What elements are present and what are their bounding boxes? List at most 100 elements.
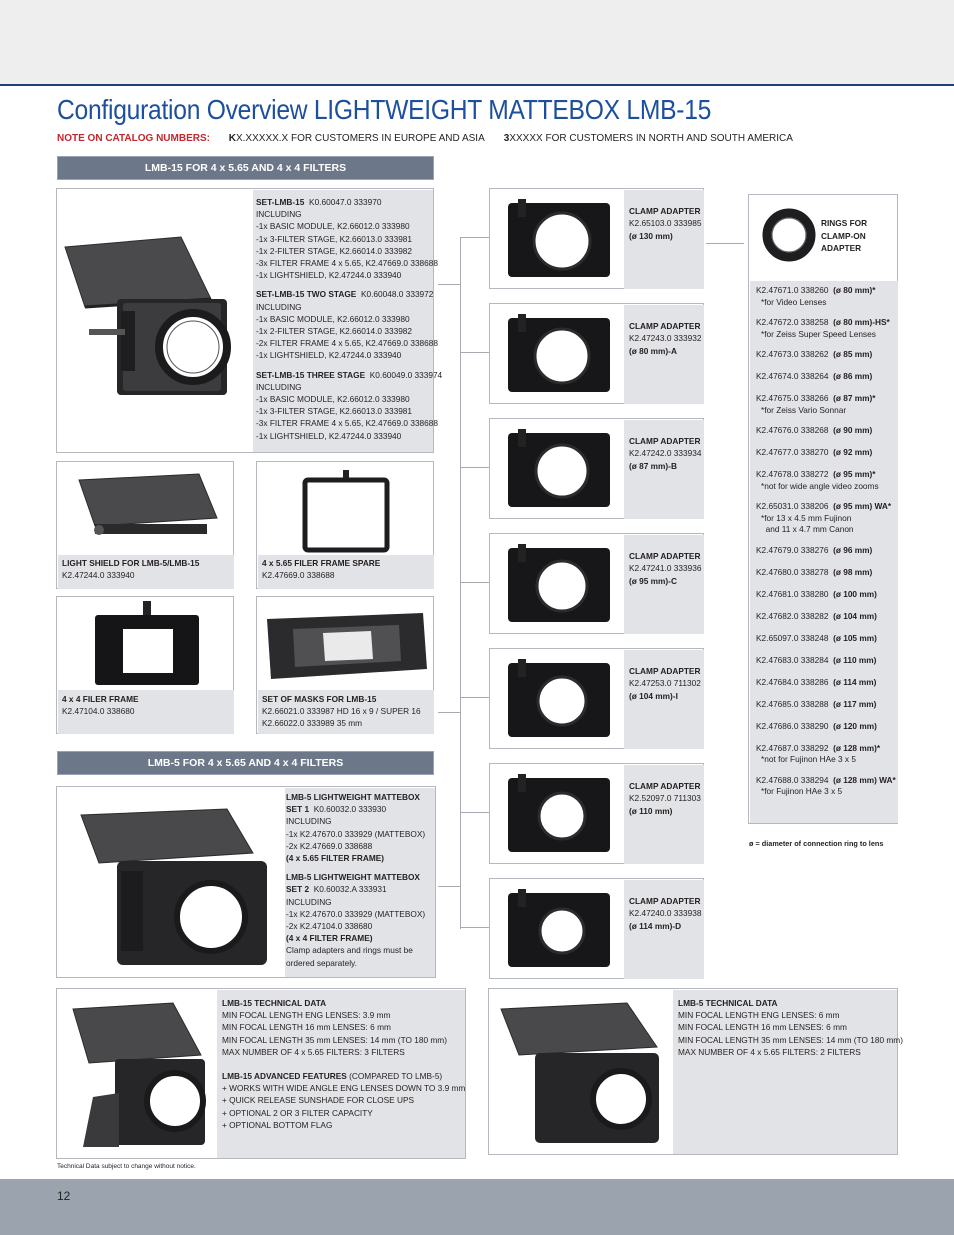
accessory-code: K2.66022.0 333989 35 mm: [262, 718, 363, 728]
rings-footnote: ø = diameter of connection ring to lens: [749, 839, 884, 848]
tech-adv-line: + QUICK RELEASE SUNSHADE FOR CLOSE UPS: [222, 1095, 415, 1106]
ring-size: (ø 114 mm): [833, 676, 877, 687]
tech-adv-line: + OPTIONAL 2 OR 3 FILTER CAPACITY: [222, 1107, 373, 1118]
clamp-adapter-card: [489, 188, 704, 289]
ring-note: *for Video Lenses: [761, 296, 827, 307]
rings-title-line: ADAPTER: [821, 243, 862, 253]
note-label: NOTE ON CATALOG NUMBERS:: [57, 133, 210, 144]
clamp-adapter-title: CLAMP ADAPTER: [629, 551, 701, 561]
set-line: -1x LIGHTSHIELD, K2.47244.0 333940: [256, 430, 402, 441]
ring-code: K2.47679.0 338276: [756, 544, 829, 555]
clamp-adapter-card: [489, 533, 704, 634]
accessory-code: K2.47244.0 333940: [62, 570, 135, 580]
clamp-adapter-code: K2.47240.0 333938: [629, 908, 702, 919]
tech-adv-line: + WORKS WITH WIDE ANGLE ENG LENSES DOWN …: [222, 1083, 466, 1094]
accessory-title: SET OF MASKS FOR LMB-15: [262, 694, 377, 704]
note-k-bold: K: [228, 133, 236, 144]
set-line: -1x K2.47670.0 333929 (MATTEBOX): [286, 828, 426, 839]
ring-item: K2.65031.0 338206 (ø 95 mm) WA**for 13 x…: [756, 501, 896, 536]
clamp-adapter-code: K2.47242.0 333934: [629, 448, 702, 459]
note-3-bold: 3: [503, 133, 510, 144]
clamp-adapter-size: (ø 130 mm): [629, 230, 673, 241]
ring-size: (ø 105 mm): [833, 632, 877, 643]
ring-code: K2.47675.0 338266: [756, 393, 829, 403]
clamp-adapter-size: (ø 95 mm)-C: [629, 575, 677, 586]
clamp-adapter-card: [489, 763, 704, 864]
clamp-adapter-title: CLAMP ADAPTER: [629, 321, 701, 331]
lmb5-mattebox-image: [80, 808, 267, 965]
note-k-text: X.XXXXX.X FOR CUSTOMERS IN EUROPE AND AS…: [235, 133, 485, 144]
ring-code: K2.47681.0 338280: [756, 588, 829, 599]
clamp-adapter-card: [489, 878, 704, 979]
ring-size: (ø 110 mm): [833, 654, 877, 665]
accessory-caption: LIGHT SHIELD FOR LMB-5/LMB-15 K2.47244.0…: [62, 557, 199, 581]
set-name: SET 1: [286, 804, 310, 815]
ring-size: (ø 100 mm): [833, 588, 877, 599]
clamp-adapter-text: CLAMP ADAPTER K2.52097.0 711303 (ø 110 m…: [629, 780, 701, 817]
ring-note: *for 13 x 4.5 mm Fujinon: [761, 512, 852, 523]
set-name: SET 2: [286, 884, 310, 895]
rings-title-line: CLAMP-ON: [821, 230, 866, 241]
ring-item: K2.47683.0 338284 (ø 110 mm): [756, 655, 896, 667]
lmb5-tech-box: [488, 988, 898, 1155]
lmb15-section-header: LMB-15 FOR 4 x 5.65 AND 4 x 4 FILTERS: [57, 156, 434, 180]
lmb15-set-box: [56, 188, 434, 453]
set-item: SET-LMB-15 THREE STAGE K0.60049.0 333974: [256, 369, 443, 380]
ring-size: (ø 85 mm): [833, 349, 873, 359]
set-code: K0.60032.0 333930: [313, 804, 387, 815]
set-line: -1x LIGHTSHIELD, K2.47244.0 333940: [256, 350, 402, 361]
accessory-caption: 4 x 5.65 FILER FRAME SPARE K2.47669.0 33…: [262, 557, 380, 581]
clamp-adapter-image: [508, 774, 610, 852]
tech-line: MIN FOCAL LENGTH 35 mm LENSES: 14 mm (TO…: [678, 1034, 903, 1045]
lmb5-tech-image: [500, 1002, 659, 1143]
ring-code: K2.47686.0 338290: [756, 720, 829, 731]
top-band: [0, 0, 954, 86]
set-title: LMB-5 LIGHTWEIGHT MATTEBOX: [286, 792, 420, 802]
set-note: ordered separately.: [286, 957, 357, 968]
clamp-adapter-image: [508, 659, 610, 737]
ring-size: (ø 86 mm): [833, 371, 873, 381]
ring-size: (ø 87 mm)*: [833, 393, 876, 403]
ring-code: K2.47682.0 338282: [756, 610, 829, 621]
clamp-adapter-size: (ø 104 mm)-I: [629, 690, 678, 701]
clamp-adapter-size: (ø 87 mm)-B: [629, 460, 677, 471]
tech-title: LMB-5 TECHNICAL DATA: [678, 998, 778, 1008]
set-line: -1x BASIC MODULE, K2.66012.0 333980: [256, 221, 410, 232]
clamp-adapter-text: CLAMP ADAPTER K2.47240.0 333938 (ø 114 m…: [629, 895, 701, 932]
ring-item: K2.47684.0 338286 (ø 114 mm): [756, 677, 896, 689]
clamp-adapter-title: CLAMP ADAPTER: [629, 896, 701, 906]
ring-note: *for Zeiss Vario Sonnar: [761, 404, 847, 415]
clamp-adapter-code: K2.47241.0 333936: [629, 563, 702, 574]
clamp-adapter-card: [489, 303, 704, 404]
ring-code: K2.65031.0 338206: [756, 501, 829, 511]
set-line: -1x 2-FILTER STAGE, K2.66014.0 333982: [256, 245, 413, 256]
ring-note: *not for wide angle video zooms: [761, 480, 879, 491]
clamp-adapter-text: CLAMP ADAPTER K2.47243.0 333932 (ø 80 mm…: [629, 320, 701, 357]
accessory-4x4-filter-frame: [56, 596, 234, 734]
ring-item: K2.47677.0 338270 (ø 92 mm): [756, 447, 896, 459]
tech-line: MIN FOCAL LENGTH 16 mm LENSES: 6 mm: [678, 1022, 847, 1033]
accessory-set-of-masks: [256, 596, 434, 734]
ring-code: K2.47687.0 338292: [756, 742, 829, 753]
ring-size: (ø 117 mm): [833, 698, 877, 709]
ring-size: (ø 128 mm) WA*: [833, 774, 896, 785]
set-line: -1x BASIC MODULE, K2.66012.0 333980: [256, 394, 410, 405]
ring-note: *for Fujinon HAe 3 x 5: [761, 786, 843, 796]
ring-code: K2.47674.0 338264: [756, 371, 829, 381]
tech-line: MIN FOCAL LENGTH 16 mm LENSES: 6 mm: [222, 1022, 391, 1033]
accessory-title: 4 x 4 FILER FRAME: [62, 694, 139, 704]
clamp-adapter-code: K2.52097.0 711303: [629, 793, 701, 804]
clamp-adapter-image: [508, 889, 610, 967]
ring-item: K2.47679.0 338276 (ø 96 mm): [756, 545, 896, 557]
lmb15-set-list: SET-LMB-15 K0.60047.0 333970 INCLUDING -…: [256, 196, 442, 442]
ring-item: K2.47675.0 338266 (ø 87 mm)**for Zeiss V…: [756, 393, 896, 416]
4x4-frame-image: [95, 601, 199, 685]
ring-size: (ø 80 mm)*: [833, 285, 876, 295]
clamp-adapter-title: CLAMP ADAPTER: [629, 436, 701, 446]
tech-line: MIN FOCAL LENGTH ENG LENSES: 6 mm: [678, 1010, 840, 1021]
rings-box: [748, 194, 898, 824]
set-line: INCLUDING: [286, 816, 332, 827]
clamp-adapter-text: CLAMP ADAPTER K2.47241.0 333936 (ø 95 mm…: [629, 550, 701, 587]
ring-item: K2.47673.0 338262 (ø 85 mm): [756, 349, 896, 361]
set-line: INCLUDING: [256, 381, 302, 392]
